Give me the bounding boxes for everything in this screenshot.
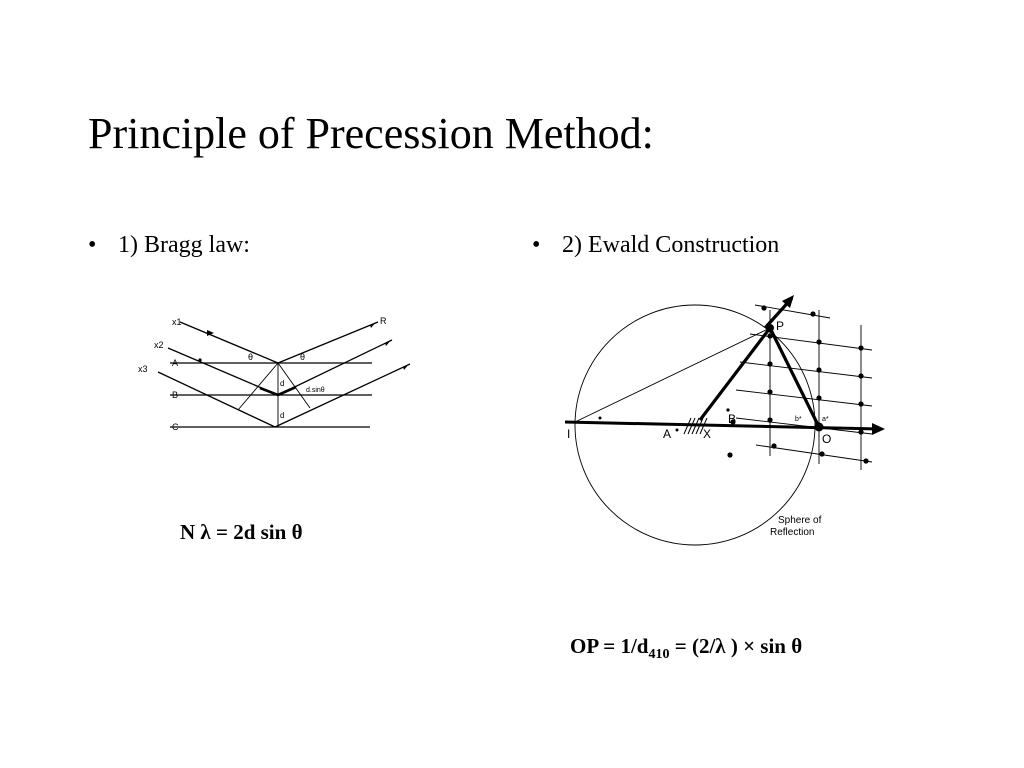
label-o: O (822, 432, 831, 446)
arrow-reflected-2 (385, 340, 391, 346)
label-i: I (567, 427, 570, 441)
label-theta-left: θ (248, 352, 253, 362)
primary-beam-axis (564, 420, 881, 431)
bragg-diagram: x1 x2 x3 R A B C θ θ d d d.sinθ (138, 316, 411, 432)
label-x1: x1 (172, 317, 182, 327)
label-b: B (728, 412, 736, 426)
construction-line-right (277, 362, 311, 409)
diffracted-beam-xp (698, 327, 772, 421)
label-theta-right: θ (300, 352, 305, 362)
label-sphere: Sphere of (778, 515, 822, 526)
bullet-ewald-construction: • 2) Ewald Construction (532, 232, 779, 259)
vector-op (768, 327, 821, 428)
lattice-diagonal-line (754, 304, 831, 319)
reflected-ray-2 (277, 339, 393, 396)
lattice-diagonal-line (739, 361, 873, 379)
arrow-reflected-1 (370, 322, 376, 328)
axis-arrowhead (872, 423, 885, 435)
label-a-star: a* (822, 416, 829, 423)
slide-title: Principle of Precession Method: (88, 109, 654, 158)
bullet-symbol: • (88, 232, 97, 258)
dot-marker (675, 428, 679, 432)
arrow-reflected-3 (403, 364, 409, 370)
bullet-bragg-law: • 1) Bragg law: (88, 232, 250, 259)
label-r: R (380, 316, 387, 326)
crystal-hatch (683, 417, 708, 435)
label-p: P (776, 319, 784, 333)
incident-ray-3 (157, 371, 276, 428)
ewald-equation-subscript: 410 (648, 647, 670, 663)
bullet-bragg-text: 1) Bragg law: (118, 232, 250, 258)
label-a: A (663, 427, 671, 441)
label-b-star: b* (795, 416, 802, 423)
dot-marker (726, 408, 730, 412)
reflected-ray-1 (277, 321, 379, 364)
point-p (766, 324, 774, 332)
incident-ray-2 (167, 347, 279, 396)
point-o (814, 422, 824, 432)
ewald-equation: OP = 1/d410 = (2/λ ) × sin θ (570, 634, 802, 663)
bragg-equation: N λ = 2d sin θ (180, 520, 303, 544)
path-difference-marks (259, 385, 297, 397)
ewald-diagram: P I A X B O a* b* Sphere of Reflection (564, 295, 885, 546)
dot-marker (598, 416, 602, 420)
beam-arrowhead (782, 295, 794, 308)
bullet-ewald-text: 2) Ewald Construction (562, 232, 780, 258)
incident-ray-1 (179, 321, 279, 364)
label-x2: x2 (154, 340, 164, 350)
ewald-equation-rest: = (2/λ ) × sin θ (669, 634, 803, 658)
label-d-lower: d (280, 411, 284, 420)
ewald-equation-main: OP = 1/d (570, 634, 649, 658)
label-x3: x3 (138, 364, 148, 374)
label-x: X (703, 427, 711, 441)
incident-ray-to-p (574, 327, 771, 423)
dot-marker (198, 358, 202, 362)
bullet-symbol: • (532, 232, 541, 258)
label-d-sin-theta: d.sinθ (306, 387, 325, 394)
arrow-incident-1 (207, 330, 214, 336)
label-reflection: Reflection (770, 527, 814, 538)
label-c: C (172, 422, 179, 432)
construction-line-left (237, 362, 279, 411)
label-b: B (172, 390, 178, 400)
label-a: A (172, 358, 178, 368)
label-d-upper: d (280, 379, 284, 388)
reflected-ray-3 (274, 363, 411, 428)
